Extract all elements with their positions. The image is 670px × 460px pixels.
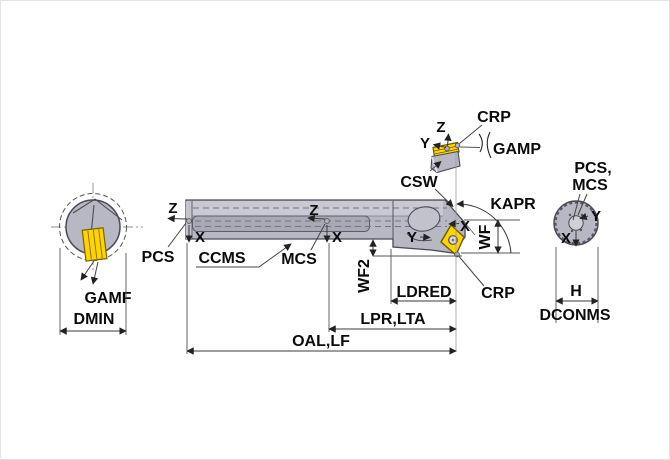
serration-dot bbox=[579, 228, 583, 232]
axis-x-head: X bbox=[460, 218, 470, 235]
label-gamp: GAMP bbox=[493, 141, 541, 158]
bottom-dimensions: WF2 LDRED LPR,LTA OAL,LF bbox=[186, 239, 462, 355]
head-boss bbox=[407, 206, 441, 232]
label-csw: CSW bbox=[400, 174, 438, 191]
x-axis-arrow-head bbox=[448, 219, 460, 228]
label-lpr-lta: LPR,LTA bbox=[360, 311, 426, 328]
label-dconms: DCONMS bbox=[539, 307, 610, 324]
label-pcs-right: PCS, bbox=[574, 160, 611, 177]
axis-x-right-view: X bbox=[561, 230, 571, 247]
label-dmin: DMIN bbox=[74, 311, 115, 328]
gamp-angle-arc-right bbox=[486, 131, 492, 159]
label-pcs: PCS bbox=[142, 249, 175, 266]
label-wf2: WF2 bbox=[356, 259, 373, 293]
label-wf: WF bbox=[477, 224, 494, 249]
pcs-origin-point bbox=[186, 218, 192, 224]
insert-detail-groove2 bbox=[434, 148, 459, 155]
right-end-view: PCS, MCS Y X H DCONMS bbox=[539, 160, 611, 324]
bar-top-face bbox=[187, 201, 443, 216]
serration-dot bbox=[568, 213, 572, 217]
axis-z-detail: Z bbox=[436, 119, 445, 136]
label-crp-top: CRP bbox=[477, 109, 511, 126]
axis-x-mcs: X bbox=[332, 229, 342, 246]
mcs-leader bbox=[310, 223, 326, 251]
shank-knurl-ring bbox=[554, 201, 598, 245]
head-dimensions: WF KAPR CRP bbox=[455, 153, 536, 352]
chamfer-extension bbox=[464, 222, 476, 236]
csw-leader-up bbox=[429, 161, 442, 172]
boring-bar-side-view: Z X Z X X Y CCMS MCS bbox=[167, 199, 476, 268]
axis-y-right-view: Y bbox=[591, 208, 601, 225]
z-axis-arrow-detail bbox=[444, 133, 452, 147]
gamp-angle-arc-left bbox=[478, 133, 483, 153]
ccms-leader bbox=[196, 243, 292, 268]
serration-dot bbox=[570, 229, 574, 233]
left-end-view: GAMF DMIN PCS bbox=[51, 183, 187, 335]
label-kapr: KAPR bbox=[490, 196, 536, 213]
label-gamf: GAMF bbox=[84, 290, 131, 307]
insert-detail-view: Z Y CRP GAMP CSW bbox=[400, 109, 541, 208]
y-axis-arrow-detail bbox=[432, 142, 447, 150]
crp-top-leader bbox=[459, 124, 483, 144]
z-axis-arrow-mcs bbox=[307, 214, 326, 223]
crp-bottom-leader bbox=[458, 256, 485, 287]
axis-x-shank-end: X bbox=[195, 229, 205, 246]
axis-z-mcs: Z bbox=[309, 202, 318, 219]
z-axis-arrow-shank-end bbox=[167, 214, 188, 223]
label-mcs: MCS bbox=[281, 251, 317, 268]
insert-screw-center bbox=[451, 238, 455, 242]
label-mcs-right: MCS bbox=[572, 177, 608, 194]
pcs-mcs-leader2 bbox=[572, 193, 581, 221]
csw-leader-down bbox=[434, 188, 454, 208]
mcs-origin-point bbox=[324, 218, 330, 224]
label-ccms: CCMS bbox=[198, 250, 245, 267]
gamf-angle-leader-left bbox=[80, 260, 95, 281]
clamping-flat-slot bbox=[192, 215, 370, 232]
kapr-angle-arc bbox=[456, 200, 512, 254]
label-oal-lf: OAL,LF bbox=[292, 333, 350, 350]
axis-y-head: Y bbox=[407, 229, 417, 246]
detail-crp-point bbox=[454, 142, 461, 149]
label-ldred: LDRED bbox=[396, 284, 451, 301]
axis-y-detail: Y bbox=[420, 135, 430, 152]
y-axis-arrow-head bbox=[419, 233, 431, 241]
axis-z-shank-end: Z bbox=[168, 200, 177, 217]
pcs-mcs-leader1 bbox=[577, 193, 588, 216]
label-crp-bottom: CRP bbox=[481, 285, 515, 302]
insert-end-view bbox=[81, 227, 108, 262]
facet-lines bbox=[72, 198, 123, 221]
label-h: H bbox=[570, 283, 582, 300]
gamf-angle-leader-right bbox=[90, 261, 99, 285]
gamp-reference-line bbox=[459, 146, 481, 148]
serration-dot bbox=[580, 213, 584, 217]
y-axis-arrow-right-view bbox=[579, 212, 589, 221]
pcs-leader bbox=[167, 222, 187, 248]
